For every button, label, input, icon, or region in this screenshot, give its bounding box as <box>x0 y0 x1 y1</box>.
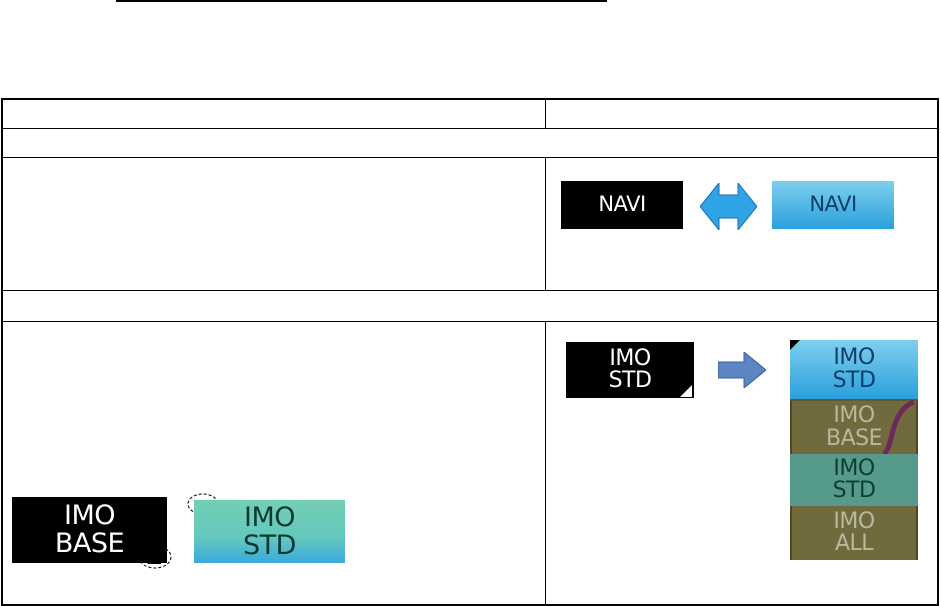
imo-base-line1: IMO <box>63 500 116 532</box>
dropdown-item-line2: STD <box>832 367 876 393</box>
imo-dropdown-menu: IMO STD IMO BASE IMO STD IMO ALL <box>790 340 918 560</box>
header-column-divider <box>545 98 546 128</box>
imo-std-teal-button[interactable]: IMO STD <box>194 500 345 563</box>
dropdown-item-line2: BASE <box>825 425 883 451</box>
row1-column-divider <box>545 157 546 290</box>
imo-base-line2: BASE <box>54 528 125 559</box>
imo-base-button[interactable]: IMO BASE <box>12 497 167 563</box>
dropdown-item-imo-base[interactable]: IMO BASE <box>790 401 918 454</box>
imo-std-line1: IMO <box>609 345 651 371</box>
imo-std-line2: STD <box>608 368 652 393</box>
dropdown-item-line2: ALL <box>834 531 874 556</box>
dropdown-corner-icon <box>790 340 800 350</box>
navi-button-normal[interactable]: NAVI <box>561 181 683 229</box>
scroll-curve-icon <box>882 400 915 456</box>
header-row-divider <box>1 128 939 129</box>
right-arrow-icon <box>718 352 766 388</box>
dropdown-item-line1: IMO <box>833 403 875 429</box>
bottom-corner-callout-icon <box>138 545 172 569</box>
dropdown-item-line1: IMO <box>833 508 875 534</box>
navi-label: NAVI <box>598 192 646 217</box>
navi-label-selected: NAVI <box>809 192 857 217</box>
dropdown-item-line1: IMO <box>833 455 875 481</box>
dropdown-item-line1: IMO <box>833 345 875 371</box>
dropdown-item-line2: STD <box>832 478 876 503</box>
dropdown-item-imo-std-selected[interactable]: IMO STD <box>790 340 918 399</box>
section2-divider <box>1 290 939 291</box>
dropdown-item-imo-all[interactable]: IMO ALL <box>790 506 918 560</box>
table-frame <box>1 98 939 606</box>
dropdown-item-imo-std[interactable]: IMO STD <box>790 454 918 506</box>
row2-column-divider <box>545 321 546 606</box>
double-arrow-icon <box>700 183 757 230</box>
imo-std-button[interactable]: IMO STD <box>566 342 694 398</box>
imo-std-teal-line2: STD <box>243 529 296 561</box>
corner-indicator-icon <box>680 385 692 397</box>
title-underline <box>116 0 607 2</box>
navi-button-selected[interactable]: NAVI <box>772 181 894 229</box>
imo-std-teal-line1: IMO <box>243 501 296 533</box>
section2-content-divider <box>1 321 939 322</box>
section1-divider <box>1 157 939 158</box>
